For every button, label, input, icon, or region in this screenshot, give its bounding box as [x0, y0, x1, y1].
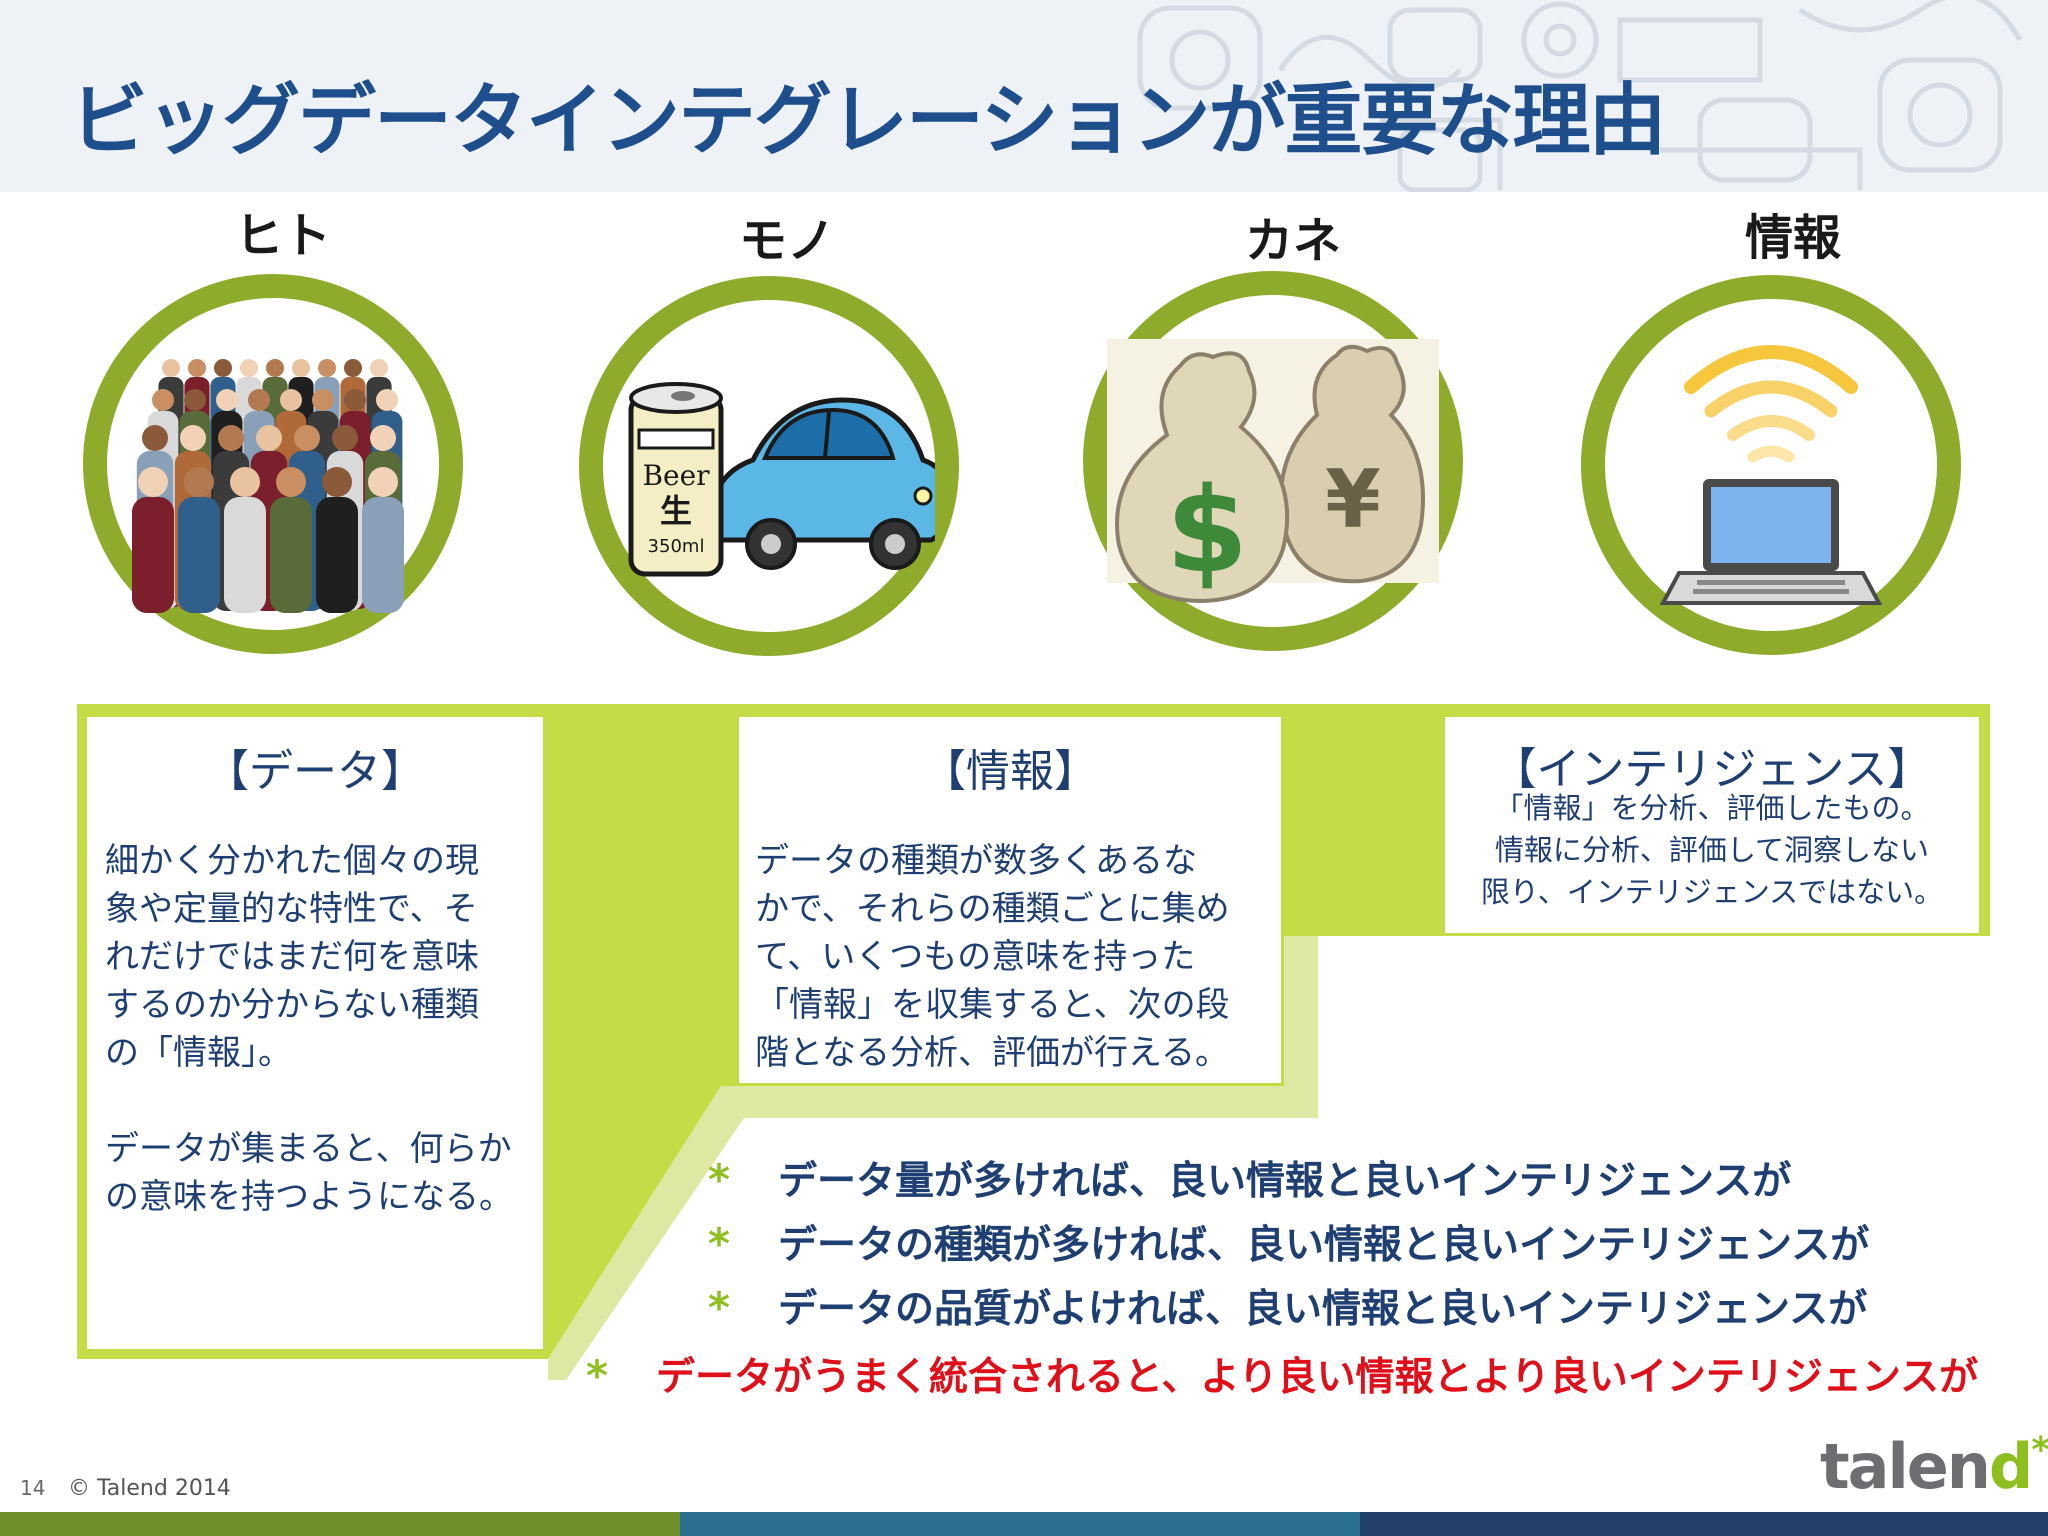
data-box-title: 【データ】 [205, 746, 425, 797]
person-head [292, 359, 310, 377]
person-body [178, 497, 220, 613]
person-head [376, 389, 398, 411]
person-head [276, 467, 306, 497]
people-group-image [132, 359, 404, 613]
svg-text:$: $ [1166, 461, 1248, 599]
person-body [362, 497, 404, 613]
information-box-title: 【情報】 [922, 746, 1098, 797]
beer-car-image: Beer 生 350ml [628, 382, 935, 577]
bullet-item: * データの品質がよければ、良い情報と良いインテリジェンスが [708, 1278, 1867, 1334]
person-head [266, 359, 284, 377]
bullet-star-icon: * [586, 1351, 608, 1400]
title-band: ビッグデータインテグレーションが重要な理由 [0, 0, 2048, 192]
person-head [218, 425, 244, 451]
bullet-star-icon: * [708, 1155, 730, 1204]
bullet-text: データの種類が多ければ、良い情報と良いインテリジェンスが [778, 1223, 1870, 1268]
svg-text:生: 生 [660, 492, 692, 530]
copyright: © Talend 2014 [68, 1476, 231, 1501]
person-head [318, 359, 336, 377]
intelligence-box-body: 「情報」を分析、評価したもの。 情報に分析、評価して洞察しない 限り、インテリジ… [1480, 791, 1944, 909]
money-bags-image: ¥ $ [1107, 339, 1439, 604]
person-head [138, 467, 168, 497]
logo-accent: d [1988, 1430, 2033, 1503]
intelligence-box: 【インテリジェンス】 「情報」を分析、評価したもの。 情報に分析、評価して洞察し… [1442, 714, 1982, 936]
intelligence-box-title: 【インテリジェンス】 [1492, 744, 1932, 795]
bullet-text: データの品質がよければ、良い情報と良いインテリジェンスが [778, 1287, 1868, 1332]
bullet-text: データ量が多ければ、良い情報と良いインテリジェンスが [778, 1159, 1792, 1204]
person-head [214, 359, 232, 377]
person-head [184, 389, 206, 411]
person-head [344, 359, 362, 377]
bottom-decor-strip [0, 1512, 2048, 1536]
category-label-kane: カネ [1244, 213, 1342, 269]
person-head [188, 359, 206, 377]
bullet-item: * データの種類が多ければ、良い情報と良いインテリジェンスが [708, 1214, 1869, 1270]
person-head [180, 425, 206, 451]
person-head [344, 389, 366, 411]
person-body [132, 497, 174, 613]
person-body [224, 497, 266, 613]
person-head [370, 359, 388, 377]
bullet-star-icon: * [708, 1219, 730, 1268]
person-head [162, 359, 180, 377]
page-title: ビッグデータインテグレーションが重要な理由 [70, 76, 1666, 166]
person-head [152, 389, 174, 411]
person-head [142, 425, 168, 451]
information-box-body: データの種類が数多くあるな かで、それらの種類ごとに集め て、いくつもの意味を持… [755, 841, 1230, 1073]
laptop-wifi-image [1659, 345, 1883, 605]
data-box: 【データ】 細かく分かれた個々の現 象や定量的な特性で、そ れだけではまだ何を意… [84, 714, 546, 1352]
person-head [312, 389, 334, 411]
logo-text: talen [1820, 1430, 1991, 1503]
bullet-text: データがうまく統合されると、より良い情報とより良いインテリジェンスが [656, 1355, 1979, 1400]
person-head [370, 425, 396, 451]
title-background-sketch [1137, 0, 2023, 192]
data-box-body: 細かく分かれた個々の現 象や定量的な特性で、そ れだけではまだ何を意味 するのか… [105, 841, 513, 1217]
person-body [270, 497, 312, 613]
page-number: 14 [20, 1476, 46, 1500]
bullet-item-highlight: * データがうまく統合されると、より良い情報とより良いインテリジェンスが [586, 1346, 1978, 1402]
svg-text:¥: ¥ [1325, 453, 1381, 546]
category-label-mono: モノ [738, 213, 836, 269]
bullet-item: * データ量が多ければ、良い情報と良いインテリジェンスが [708, 1150, 1791, 1206]
person-head [240, 359, 258, 377]
person-head [322, 467, 352, 497]
person-head [230, 467, 260, 497]
category-label-joho: 情報 [1744, 210, 1842, 266]
person-head [216, 389, 238, 411]
person-head [294, 425, 320, 451]
information-box: 【情報】 データの種類が数多くあるな かで、それらの種類ごとに集め て、いくつも… [736, 714, 1284, 1086]
category-label-hito: ヒト [234, 208, 332, 264]
person-head [368, 467, 398, 497]
person-head [184, 467, 214, 497]
person-head [256, 425, 282, 451]
talend-logo: talend* [1820, 1430, 2048, 1503]
person-head [248, 389, 270, 411]
bullet-star-icon: * [708, 1283, 730, 1332]
svg-text:350ml: 350ml [648, 536, 705, 557]
person-head [332, 425, 358, 451]
svg-text:Beer: Beer [642, 459, 710, 492]
person-head [280, 389, 302, 411]
person-body [316, 497, 358, 613]
logo-star-icon: * [2031, 1430, 2048, 1471]
